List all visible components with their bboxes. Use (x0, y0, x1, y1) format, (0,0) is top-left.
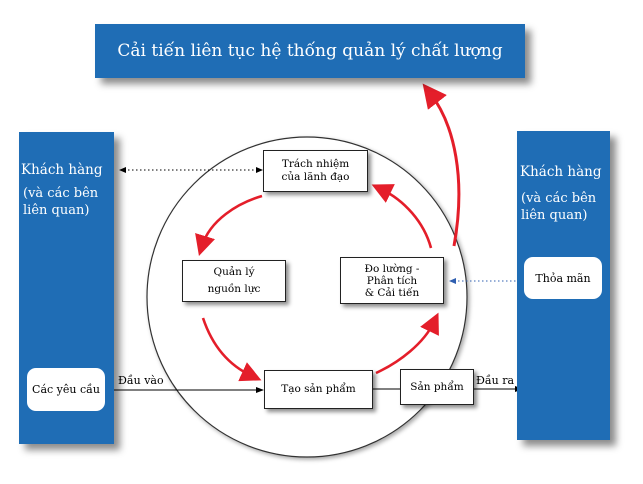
cycle-circle (146, 136, 468, 458)
right-customer-title: Khách hàng (520, 164, 602, 180)
right-customer-subtitle-1: (và các bên (521, 191, 597, 206)
requirements-box: Các yêu cầu (27, 368, 105, 411)
resources-line-2: nguồn lực (207, 283, 261, 295)
output-label: Đầu ra (476, 374, 515, 387)
measurement-line-2: Phân tích (366, 274, 418, 287)
leadership-line-1: Trách nhiệm (281, 158, 350, 170)
leadership-box: Trách nhiệm của lãnh đạo (263, 150, 368, 192)
arrow-continual-improvement (422, 83, 461, 247)
product-label: Sản phẩm (410, 380, 464, 393)
product-box: Sản phẩm (400, 369, 474, 405)
resources-line-1: Quản lý (213, 266, 255, 278)
leadership-line-2: của lãnh đạo (281, 171, 350, 183)
right-customer-panel: Khách hàng (và các bên liên quan) Thỏa m… (517, 131, 610, 440)
arrow-measurement-to-leadership (371, 184, 433, 249)
requirements-label: Các yêu cầu (32, 383, 100, 396)
arrow-leadership-to-resources (195, 194, 263, 256)
title-text: Cải tiến liên tục hệ thống quản lý chất … (117, 41, 503, 61)
realization-label: Tạo sản phẩm (281, 383, 356, 395)
title-banner: Cải tiến liên tục hệ thống quản lý chất … (95, 24, 525, 78)
satisfaction-box: Thỏa mãn (524, 257, 602, 299)
measurement-line-1: Đo lường - (364, 262, 420, 275)
measurement-line-3: & Cải tiến (364, 286, 420, 299)
left-customer-subtitle-1: (và các bên (23, 186, 99, 201)
measurement-box: Đo lường - Phân tích & Cải tiến (340, 257, 444, 304)
satisfaction-label: Thỏa mãn (535, 271, 591, 285)
arrow-realization-to-measurement (375, 312, 439, 375)
right-customer-subtitle-2: liên quan) (521, 208, 588, 223)
arrow-resources-to-realization (201, 317, 262, 382)
left-customer-panel: Khách hàng (và các bên liên quan) Các yê… (19, 132, 114, 444)
input-label: Đầu vào (118, 374, 164, 387)
left-customer-subtitle-2: liên quan) (23, 203, 90, 218)
left-customer-title: Khách hàng (21, 162, 103, 178)
resources-box: Quản lý nguồn lực (182, 260, 286, 302)
realization-box: Tạo sản phẩm (264, 370, 373, 409)
